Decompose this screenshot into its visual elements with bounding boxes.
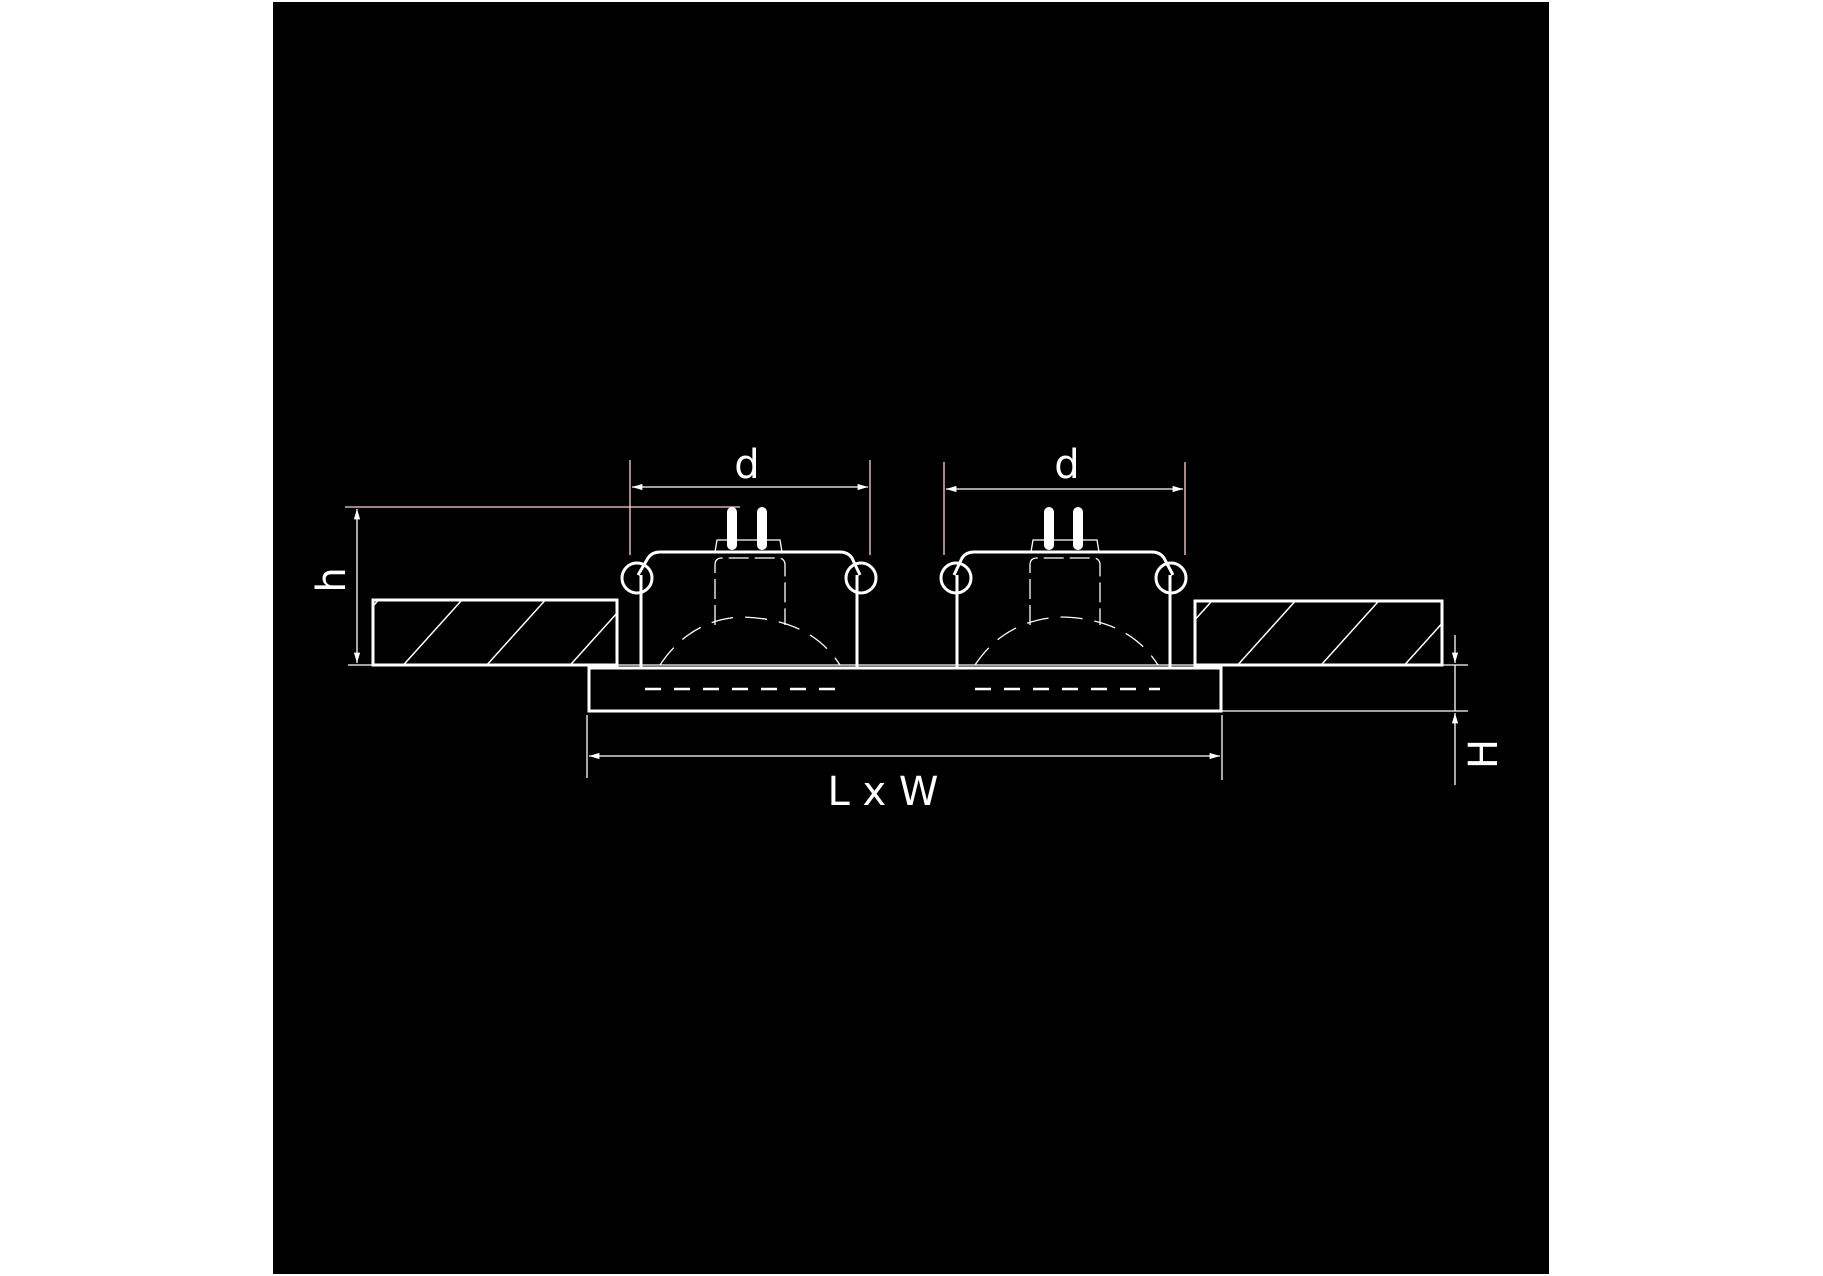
dimension-h — [345, 506, 740, 663]
label-d-right: d — [1054, 442, 1079, 488]
label-h: h — [309, 567, 355, 592]
label-H: H — [1461, 739, 1507, 769]
frame-plate — [587, 666, 1468, 713]
lamp-right — [939, 507, 1188, 668]
label-lw: L x W — [828, 769, 939, 815]
dimension-d-right — [943, 462, 1186, 555]
ceiling-panel-left — [371, 598, 619, 667]
label-d-left: d — [734, 442, 759, 488]
dimension-lw — [586, 715, 1223, 780]
lamp-left — [620, 507, 878, 668]
ceiling-panel-right — [1193, 599, 1444, 667]
